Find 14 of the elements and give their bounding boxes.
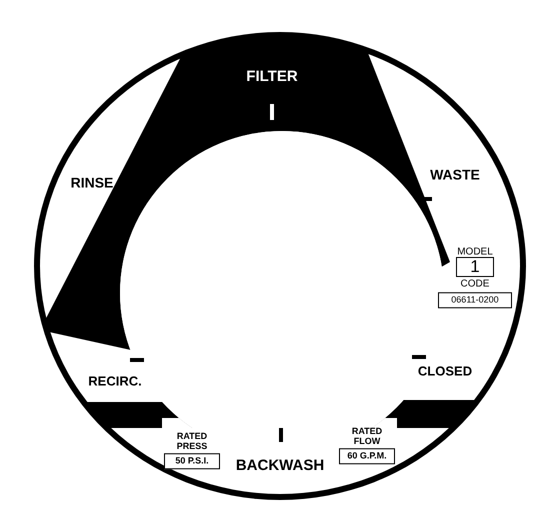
position-label: CLOSED [416, 362, 474, 380]
position-label: RINSE [70, 174, 114, 192]
position-label: BACKWASH [234, 456, 326, 476]
code-number-box: 06611-0200 [438, 292, 512, 308]
rating-label: RATED PRESS [176, 431, 208, 451]
field-label: CODE [460, 278, 490, 292]
rating-value-box: 50 P.S.I. [164, 453, 220, 469]
position-label: FILTER [245, 66, 299, 87]
rating-label: RATED FLOW [350, 426, 384, 446]
position-label: RECIRC. [87, 372, 143, 390]
field-label: MODEL [456, 246, 494, 260]
rating-value-box: 60 G.P.M. [339, 448, 395, 464]
position-label: WASTE [429, 166, 481, 184]
model-number-box: 1 [456, 257, 494, 277]
